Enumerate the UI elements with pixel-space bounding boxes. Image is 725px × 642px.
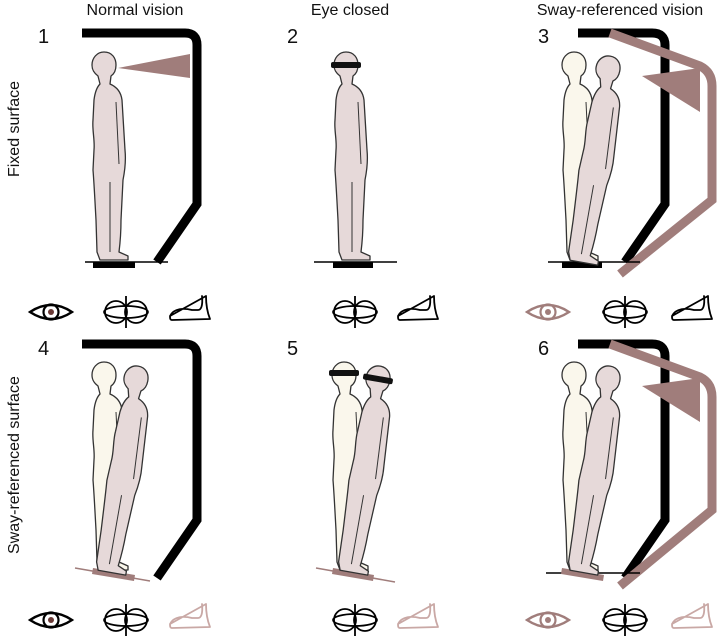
panel-4-sway-referenced-surface-normal-vision: [74, 339, 202, 582]
support-platform: [562, 262, 602, 268]
tilted-support-platform: [561, 568, 604, 581]
foot-icon: [169, 295, 211, 321]
vestibular-icon: [103, 295, 149, 329]
line-of-sight: [118, 54, 190, 78]
line-of-sight: [642, 68, 700, 112]
vestibular-icon: [602, 295, 648, 329]
blindfold: [329, 370, 359, 376]
vestibular-icon: [332, 603, 378, 637]
condition-number-4: 4: [38, 338, 50, 360]
foot-icon: [671, 295, 713, 321]
visual-surround-frame: [82, 28, 202, 265]
line-of-sight: [642, 378, 700, 422]
vestibular-icon: [602, 603, 648, 637]
panel-3-fixed-surface-sway-referenced-vision: [548, 28, 717, 278]
foot-icon: [397, 603, 439, 629]
person-figure: [91, 51, 129, 261]
visual-surround-frame: [578, 339, 670, 581]
panel-1-fixed-surface-normal-vision: [82, 28, 202, 268]
condition-number-1: 1: [38, 26, 50, 48]
sensory-icons-row-2: [28, 603, 713, 637]
condition-number-6: 6: [538, 338, 550, 360]
blindfold: [331, 62, 361, 68]
vestibular-icon: [332, 295, 378, 329]
column-title-sway-referenced-vision: Sway-referenced vision: [536, 2, 704, 19]
foot-icon: [671, 603, 713, 629]
column-title-eye-closed: Eye closed: [310, 2, 390, 19]
foot-icon: [397, 295, 439, 321]
person-figure: [333, 51, 371, 261]
eye-icon: [28, 611, 74, 629]
panel-2-fixed-surface-eye-closed: [314, 51, 397, 268]
condition-number-5: 5: [287, 338, 299, 360]
blindfold: [362, 373, 393, 385]
panel-6-sway-referenced-surface-sway-referenced-vision: [546, 339, 717, 590]
sensory-icons-row-1: [28, 295, 713, 329]
eye-icon: [525, 303, 571, 321]
panel-5-sway-referenced-surface-eye-closed: [315, 361, 405, 583]
support-platform: [333, 262, 373, 268]
visual-surround-frame: [82, 339, 202, 581]
eye-icon: [525, 611, 571, 629]
support-platform: [93, 262, 135, 268]
foot-icon: [169, 603, 211, 629]
tilted-visual-surround: [608, 28, 717, 278]
tilted-visual-surround: [608, 339, 717, 590]
condition-number-2: 2: [287, 26, 299, 48]
condition-number-3: 3: [538, 26, 550, 48]
vestibular-icon: [103, 603, 149, 637]
column-title-normal-vision: Normal vision: [86, 2, 184, 19]
visual-surround-frame: [578, 28, 670, 265]
eye-icon: [28, 303, 74, 321]
